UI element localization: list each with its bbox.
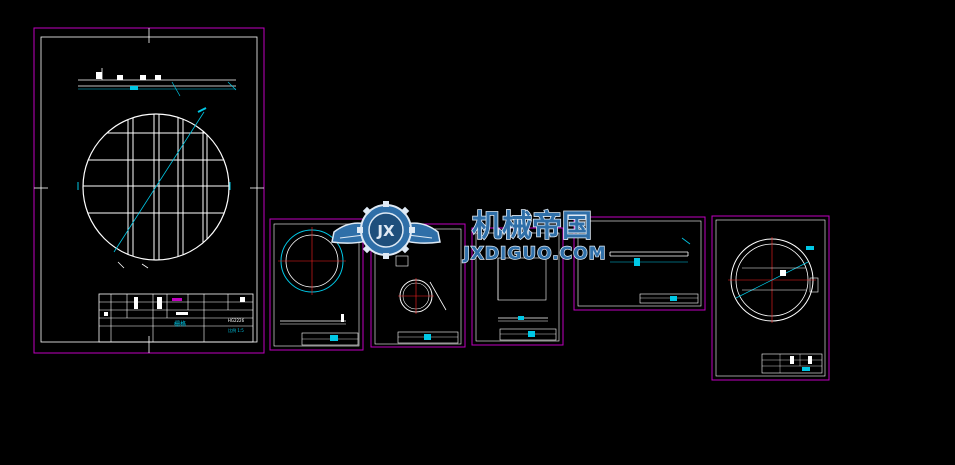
watermark-title-en: JXDIGUO.COM (462, 244, 606, 264)
drawing-name-text: 栅格 (174, 320, 186, 328)
sheet-6[interactable] (711, 215, 830, 381)
sheet-3[interactable] (370, 223, 466, 348)
sheet-1-inner-frame (40, 36, 258, 343)
scale-note-text: 比例 1:5 (228, 327, 244, 333)
sheet-1-title-block: 栅格 HG2226 比例 1:5 (98, 293, 254, 343)
watermark: JX 机械帝国 JXDIGUO.COM (331, 201, 606, 265)
sheet-2[interactable] (269, 218, 364, 351)
grid-plate-view (77, 107, 231, 269)
sheet-3-title-block (397, 331, 459, 344)
sheet-4-outer-frame (471, 227, 564, 346)
watermark-title-cn: 机械帝国 (472, 209, 592, 244)
side-view (78, 68, 237, 97)
sheet-4-title-block (499, 328, 557, 341)
gear-icon: JX (357, 201, 415, 259)
sheet-5-title-block (639, 293, 699, 304)
logo-letters: JX (376, 222, 395, 240)
sheet-4-inner-frame (475, 232, 560, 342)
drawing-no-text: HG2226 (228, 318, 245, 323)
sheet-2-inner-frame (273, 223, 360, 347)
sheet-1[interactable]: 栅格 HG2226 比例 1:5 (33, 27, 265, 354)
section-line (113, 111, 205, 253)
sheet-6-outer-frame (711, 215, 830, 381)
sheet-5[interactable] (573, 216, 706, 311)
sheet-4[interactable] (471, 227, 564, 346)
sheet-5-outer-frame (573, 216, 706, 311)
sheet-6-inner-frame (715, 219, 826, 377)
sheet-5-inner-frame (577, 220, 702, 307)
grid-plate-circle (82, 113, 230, 261)
sheet-6-title-block (761, 353, 823, 374)
sheet-2-outer-frame (269, 218, 364, 351)
